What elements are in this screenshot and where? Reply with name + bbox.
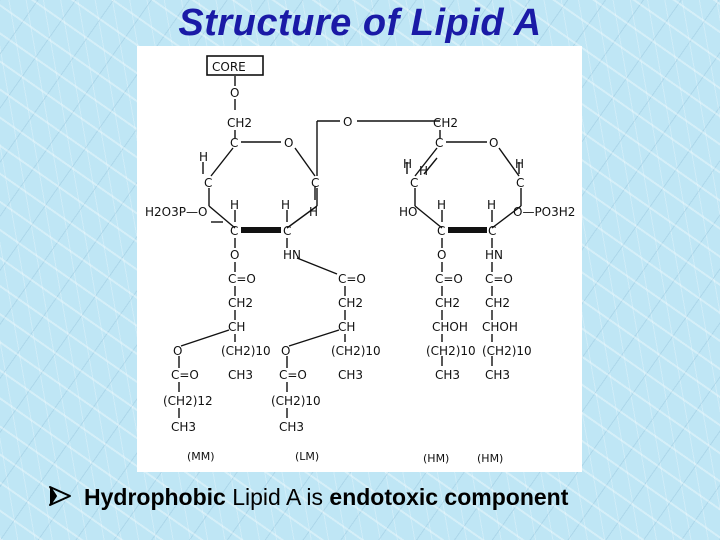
atom-ch3: CH3 [279,420,304,434]
atom-o-link: O [343,115,352,129]
atom-o: O [173,344,182,358]
atom-h: H [281,198,290,212]
atom-ch2: CH2 [338,296,363,310]
lipid-a-structure-diagram: CORE O CH2 C O H C C H2O3P—O H H H C C O… [137,46,582,472]
atom-c: C [283,224,291,238]
bullet-emphasis-endotoxic: endotoxic component [329,484,569,510]
atom-c-eq-o: C=O [279,368,307,382]
atom-c-eq-o: C=O [171,368,199,382]
atom-o: O [281,344,290,358]
chain-label-hm: (HM) [477,452,503,465]
chain-label-lm: (LM) [295,450,319,463]
atom-hn: HN [485,248,503,262]
atom-choh: CHOH [482,320,518,334]
atom-ch2-10: (CH2)10 [221,344,271,358]
atom-o: O [230,86,239,100]
atom-h: H [419,164,428,178]
bullet-emphasis-hydrophobic: Hydrophobic [84,484,226,510]
atom-c-eq-o: C=O [228,272,256,286]
atom-c: C [311,176,319,190]
atom-h: H [309,205,318,219]
atom-c: C [410,176,418,190]
atom-ch3: CH3 [338,368,363,382]
atom-ch: CH [228,320,245,334]
core-label: CORE [212,60,246,74]
atom-c: C [488,224,496,238]
atom-h: H [230,198,239,212]
atom-h: H [403,157,412,171]
arrow-bullet-icon [49,486,71,506]
atom-hn: HN [283,248,301,262]
phosphate-left: H2O3P—O [145,205,207,219]
atom-ch2-10: (CH2)10 [426,344,476,358]
atom-c: C [437,224,445,238]
atom-h: H [487,198,496,212]
atom-ho: HO [399,205,417,219]
atom-ch: CH [338,320,355,334]
atom-ch2-10: (CH2)10 [482,344,532,358]
bullet-point: Hydrophobic Lipid A is endotoxic compone… [48,484,708,511]
atom-o: O [489,136,498,150]
atom-ch2: CH2 [433,116,458,130]
phosphate-right: O—PO3H2 [513,205,575,219]
atom-c: C [516,176,524,190]
atom-ch2-10: (CH2)10 [331,344,381,358]
atom-ch3: CH3 [228,368,253,382]
structure-svg: CORE O CH2 C O H C C H2O3P—O H H H C C O… [145,55,575,465]
atom-c-eq-o: C=O [435,272,463,286]
atom-o: O [230,248,239,262]
chain-label-hm: (HM) [423,452,449,465]
chain-label-mm: (MM) [187,450,215,463]
atom-c-eq-o: C=O [485,272,513,286]
atom-choh: CHOH [432,320,468,334]
atom-ch3: CH3 [171,420,196,434]
atom-h: H [199,150,208,164]
atom-ch3: CH3 [485,368,510,382]
atom-c: C [435,136,443,150]
atom-ch3: CH3 [435,368,460,382]
atom-ch2: CH2 [435,296,460,310]
atom-c: C [204,176,212,190]
atom-h: H [437,198,446,212]
atom-c: C [230,136,238,150]
atom-ch2-10: (CH2)10 [271,394,321,408]
atom-ch2: CH2 [227,116,252,130]
atom-o: O [284,136,293,150]
atom-ch2: CH2 [485,296,510,310]
bonds [178,55,522,418]
slide-title: Structure of Lipid A [178,2,542,44]
bullet-text: Lipid A is [225,484,330,510]
atom-c: C [230,224,238,238]
atom-ch2-12: (CH2)12 [163,394,213,408]
atom-ch2: CH2 [228,296,253,310]
atom-c-eq-o: C=O [338,272,366,286]
atom-h: H [515,157,524,171]
atom-o: O [437,248,446,262]
